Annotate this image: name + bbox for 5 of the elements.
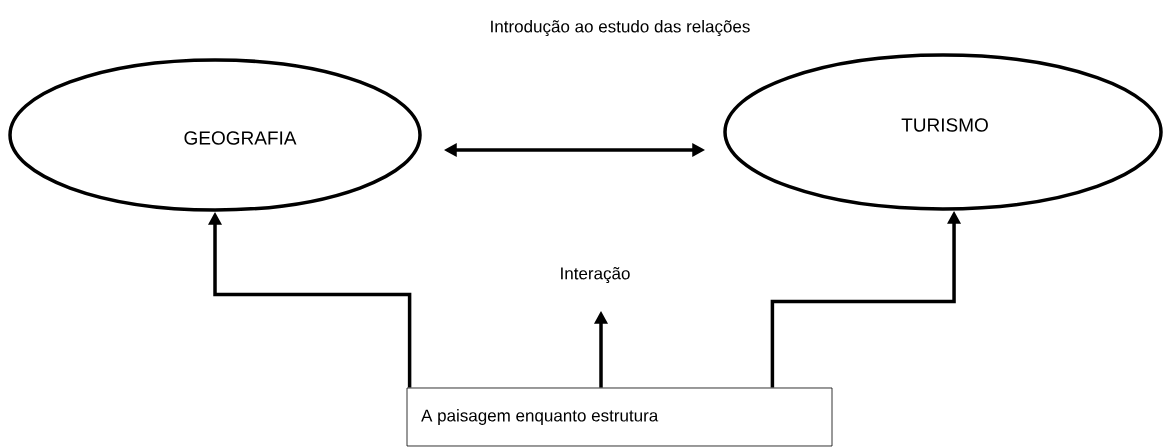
title: Introdução ao estudo das relações [491, 20, 750, 36]
ellipse-node: GEOGRAFIA [8, 58, 422, 212]
text-box: A paisagem enquanto estrutura [406, 387, 833, 447]
node-text: Interação [561, 267, 630, 283]
ellipse-node: TURISMO [723, 53, 1163, 211]
